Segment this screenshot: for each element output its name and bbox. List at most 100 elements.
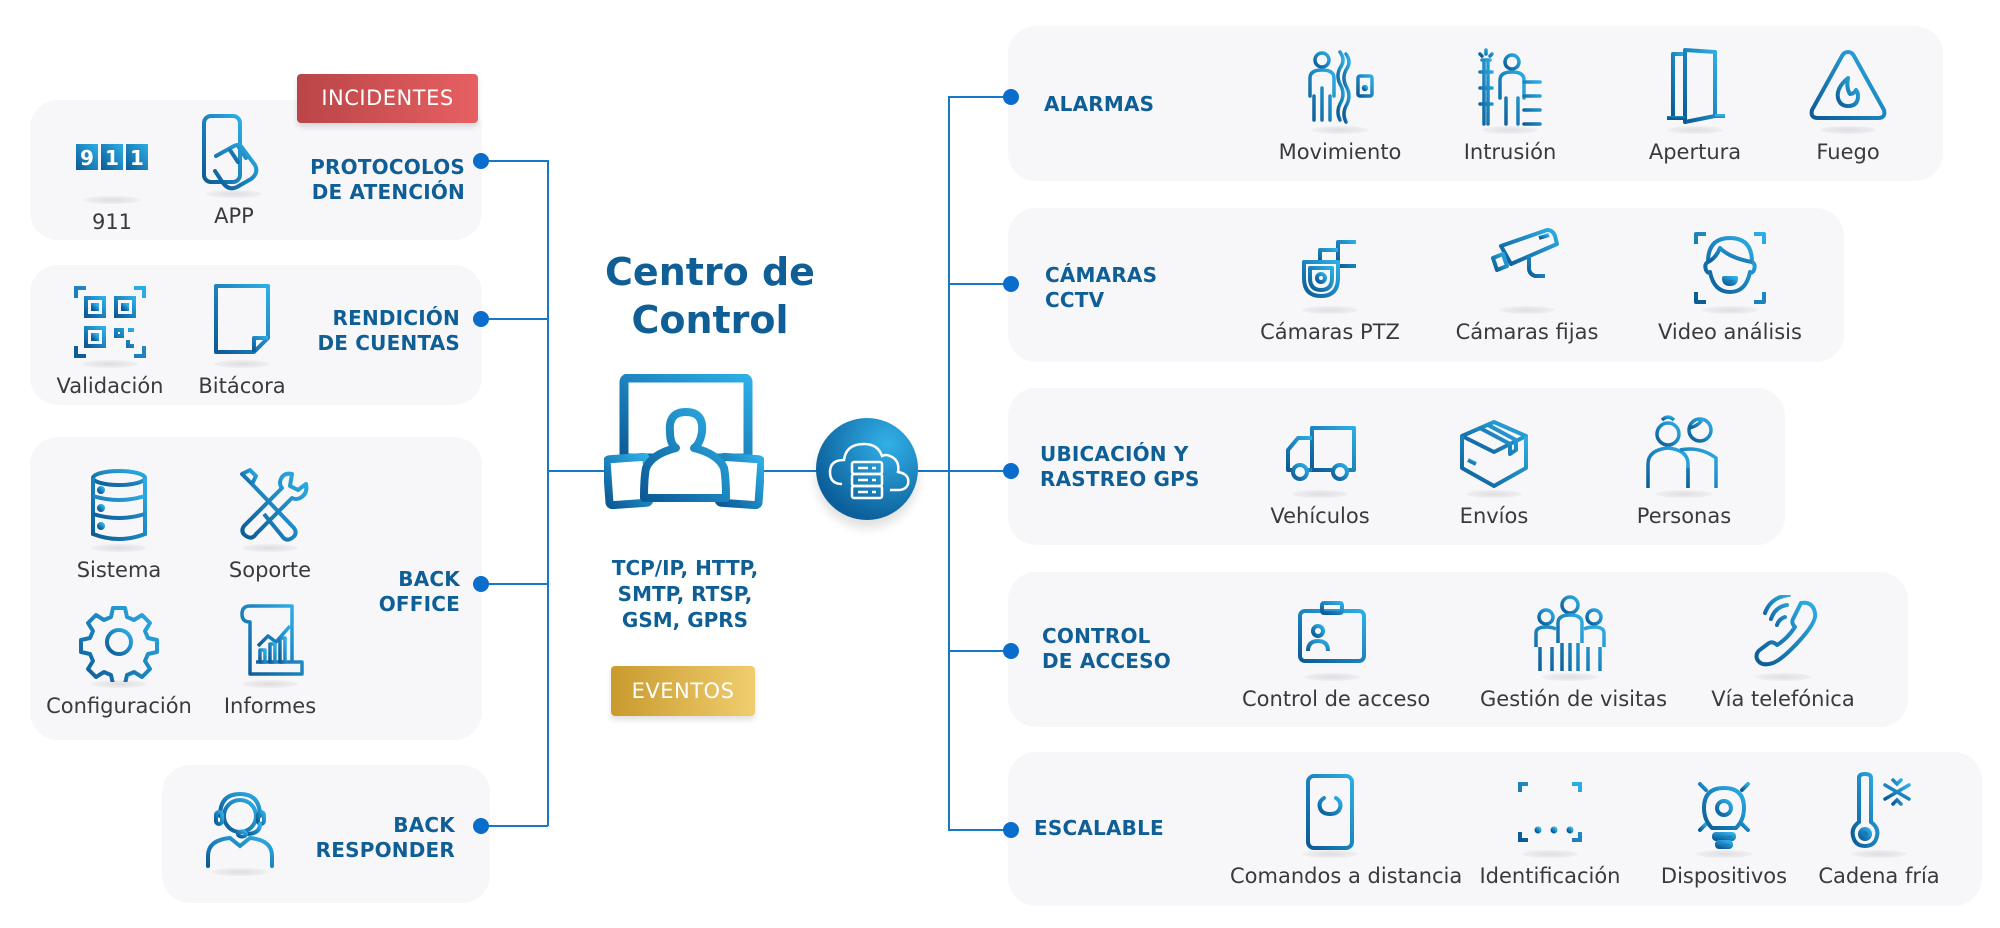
item-apertura[interactable]: Apertura	[1605, 48, 1785, 164]
item-label: Configuración	[46, 694, 192, 718]
item-informes[interactable]: Informes	[180, 602, 360, 718]
item-configuracion[interactable]: Configuración	[29, 602, 209, 718]
item-label: Envíos	[1459, 504, 1529, 528]
item-label: Gestión de visitas	[1480, 687, 1668, 711]
connector-rendicion	[482, 318, 548, 320]
phone-tap-icon	[194, 112, 274, 198]
connector-dot	[1003, 276, 1019, 292]
911-icon: 9 1 1	[72, 118, 152, 204]
item-label: Soporte	[228, 558, 312, 582]
connector-dot	[1003, 822, 1019, 838]
connector-alarmas	[948, 96, 1010, 98]
connector-control-acceso	[948, 650, 1010, 652]
item-label: Cámaras PTZ	[1260, 320, 1400, 344]
item-label: Vía telefónica	[1711, 687, 1855, 711]
report-chart-icon	[230, 602, 310, 688]
item-label: Informes	[223, 694, 317, 718]
id-badge-icon	[1292, 595, 1372, 681]
item-camaras-ptz[interactable]: Cámaras PTZ	[1240, 228, 1420, 344]
document-icon	[202, 282, 282, 368]
item-back-responder[interactable]	[150, 790, 330, 882]
item-comandos-distancia[interactable]: Comandos a distancia	[1230, 772, 1463, 888]
fixed-camera-icon	[1487, 228, 1567, 314]
group-box-alarmas	[1008, 26, 1943, 181]
connector-dot	[473, 311, 489, 327]
intrusion-icon	[1470, 48, 1550, 134]
item-label: Cadena fría	[1818, 864, 1940, 888]
item-control-de-acceso[interactable]: Control de acceso	[1242, 595, 1431, 711]
group-box-ubicacion	[1008, 388, 1785, 545]
item-identificacion[interactable]: Identificación	[1460, 772, 1640, 888]
item-label: APP	[214, 204, 254, 228]
item-label: Validación	[56, 374, 164, 398]
control-center-monitor-icon	[602, 373, 766, 514]
item-label: Control de acceso	[1242, 687, 1431, 711]
item-camaras-fijas[interactable]: Cámaras fijas	[1437, 228, 1617, 344]
center-title: Centro de Control	[605, 250, 815, 342]
events-badge[interactable]: EVENTOS	[611, 666, 755, 716]
fire-warning-icon	[1808, 48, 1888, 134]
item-soporte[interactable]: Soporte	[180, 466, 360, 582]
group-box-escalable	[1008, 752, 1982, 906]
connector-escalable	[948, 829, 1010, 831]
item-gestion-visitas[interactable]: Gestión de visitas	[1480, 595, 1668, 711]
ptz-camera-icon	[1290, 228, 1370, 314]
incidents-badge[interactable]: INCIDENTES	[297, 74, 478, 123]
tools-icon	[230, 466, 310, 552]
connector-dot	[473, 576, 489, 592]
item-bitacora[interactable]: Bitácora	[152, 282, 332, 398]
connector-left-vertical	[547, 160, 549, 826]
item-label: 911	[91, 210, 133, 234]
connector-back-responder	[482, 825, 548, 827]
item-video-analisis[interactable]: Video análisis	[1640, 228, 1820, 344]
item-fuego[interactable]: Fuego	[1758, 48, 1938, 164]
connector-protocolos	[482, 160, 548, 162]
item-via-telefonica[interactable]: Vía telefónica	[1693, 595, 1873, 711]
connector-dot	[1003, 463, 1019, 479]
item-sistema[interactable]: Sistema	[29, 466, 209, 582]
cloud-server-icon	[816, 418, 918, 520]
item-dispositivos[interactable]: Dispositivos	[1634, 772, 1814, 888]
smart-bulb-icon	[1684, 772, 1764, 858]
item-label: Cámaras fijas	[1455, 320, 1599, 344]
connector-camaras	[948, 283, 1010, 285]
item-label: Bitácora	[198, 374, 286, 398]
item-label: Comandos a distancia	[1230, 864, 1463, 888]
item-label: Vehículos	[1270, 504, 1370, 528]
item-envios[interactable]: Envíos	[1404, 412, 1584, 528]
item-label: Fuego	[1816, 140, 1880, 164]
truck-icon	[1280, 412, 1360, 498]
item-intrusion[interactable]: Intrusión	[1420, 48, 1600, 164]
connector-dot	[473, 153, 489, 169]
connector-dot	[1003, 643, 1019, 659]
group-icon	[1530, 595, 1610, 681]
connector-main-right	[918, 470, 950, 472]
svg-text:1: 1	[130, 146, 144, 170]
headset-operator-icon	[200, 790, 280, 876]
gear-icon	[79, 602, 159, 688]
item-validacion[interactable]: Validación	[20, 282, 200, 398]
item-movimiento[interactable]: Movimiento	[1250, 48, 1430, 164]
phone-call-icon	[1743, 595, 1823, 681]
connector-back-office	[482, 583, 548, 585]
item-app[interactable]: APP	[144, 112, 324, 228]
cold-chain-icon	[1839, 772, 1919, 858]
people-icon	[1644, 412, 1724, 498]
item-label: Dispositivos	[1660, 864, 1788, 888]
item-vehiculos[interactable]: Vehículos	[1230, 412, 1410, 528]
item-911[interactable]: 9 1 1 911	[22, 118, 202, 234]
item-personas[interactable]: Personas	[1594, 412, 1774, 528]
barcode-scan-icon	[1510, 772, 1590, 858]
remote-power-icon	[1290, 772, 1370, 858]
item-cadena-fria[interactable]: Cadena fría	[1789, 772, 1969, 888]
connector-dot	[473, 818, 489, 834]
group-label-alarmas: ALARMAS	[1044, 92, 1155, 116]
item-label: Movimiento	[1278, 140, 1402, 164]
item-label: Apertura	[1648, 140, 1742, 164]
